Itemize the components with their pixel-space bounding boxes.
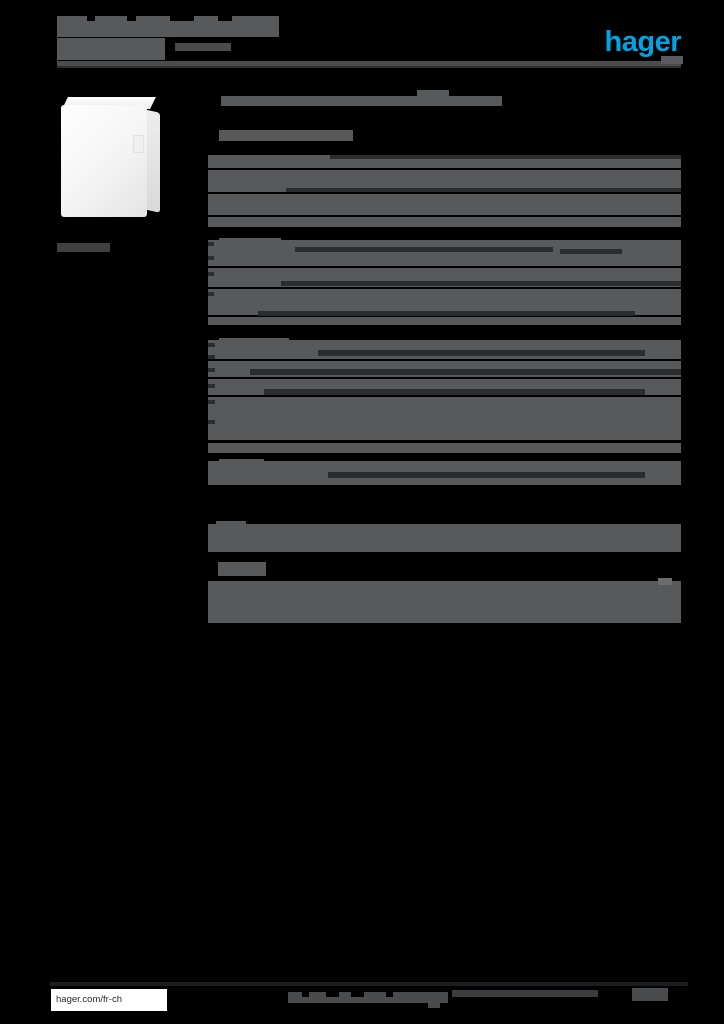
spec-row bbox=[208, 194, 681, 215]
spec-row-gap bbox=[264, 389, 645, 395]
footer-url[interactable]: hager.com/fr-ch bbox=[51, 989, 167, 1011]
spec-row bbox=[208, 443, 681, 453]
spec-row-gap bbox=[250, 369, 681, 375]
spec-row-gap bbox=[560, 249, 622, 254]
paragraph-block-accent bbox=[658, 578, 672, 585]
logo-shadow bbox=[661, 56, 683, 64]
product-image-caption bbox=[57, 243, 110, 252]
header-divider bbox=[57, 61, 681, 66]
footer-text-gap bbox=[302, 992, 309, 997]
page-title bbox=[57, 16, 282, 60]
spec-row-gap bbox=[258, 311, 635, 316]
spec-row bbox=[208, 397, 681, 440]
title-notch bbox=[87, 16, 95, 21]
row-marker bbox=[208, 343, 215, 347]
page-title-line-2 bbox=[57, 38, 165, 60]
product-image bbox=[57, 93, 175, 235]
spec-row bbox=[208, 217, 681, 227]
intro-paragraph-accent bbox=[417, 90, 449, 97]
paragraph-block bbox=[208, 581, 681, 623]
device-detail-icon bbox=[133, 135, 144, 153]
device-front-face bbox=[61, 105, 147, 217]
row-marker bbox=[208, 272, 214, 276]
row-marker bbox=[208, 256, 214, 260]
product-device-illustration bbox=[61, 97, 165, 225]
title-notch bbox=[170, 16, 194, 21]
footer-text-descender bbox=[428, 998, 440, 1008]
section-heading bbox=[219, 130, 353, 141]
title-notch bbox=[218, 16, 232, 21]
footer-divider bbox=[50, 982, 688, 986]
page-title-line-1 bbox=[57, 16, 279, 37]
spec-row-gap bbox=[281, 281, 681, 286]
hager-logo: hager bbox=[604, 26, 682, 58]
row-marker bbox=[208, 242, 214, 246]
page-subtitle bbox=[175, 43, 231, 51]
footer-center-text bbox=[288, 992, 448, 1008]
row-marker bbox=[208, 400, 215, 404]
spec-row-gap bbox=[318, 350, 645, 356]
row-marker bbox=[208, 355, 215, 359]
spec-row bbox=[208, 289, 681, 315]
header-divider-shadow bbox=[57, 66, 681, 68]
row-marker bbox=[208, 368, 215, 372]
spec-row bbox=[208, 170, 681, 192]
footer-text-gap bbox=[351, 992, 364, 997]
row-marker bbox=[208, 292, 214, 296]
spec-row bbox=[208, 317, 681, 325]
spec-row-gap bbox=[295, 247, 553, 252]
footer-text-gap bbox=[326, 992, 339, 997]
title-notch bbox=[127, 16, 136, 21]
footer-text-gap bbox=[386, 992, 393, 997]
footer-page-number bbox=[632, 988, 668, 1001]
spec-row-gap bbox=[330, 155, 681, 159]
spec-row-gap bbox=[328, 472, 645, 478]
page-header: hager bbox=[0, 0, 724, 78]
row-marker bbox=[208, 384, 215, 388]
spec-row-gap bbox=[286, 188, 681, 192]
section-heading bbox=[218, 562, 266, 576]
footer-meta-text bbox=[452, 990, 598, 997]
row-marker bbox=[208, 420, 215, 424]
intro-paragraph bbox=[221, 96, 502, 106]
paragraph-block bbox=[208, 524, 681, 552]
